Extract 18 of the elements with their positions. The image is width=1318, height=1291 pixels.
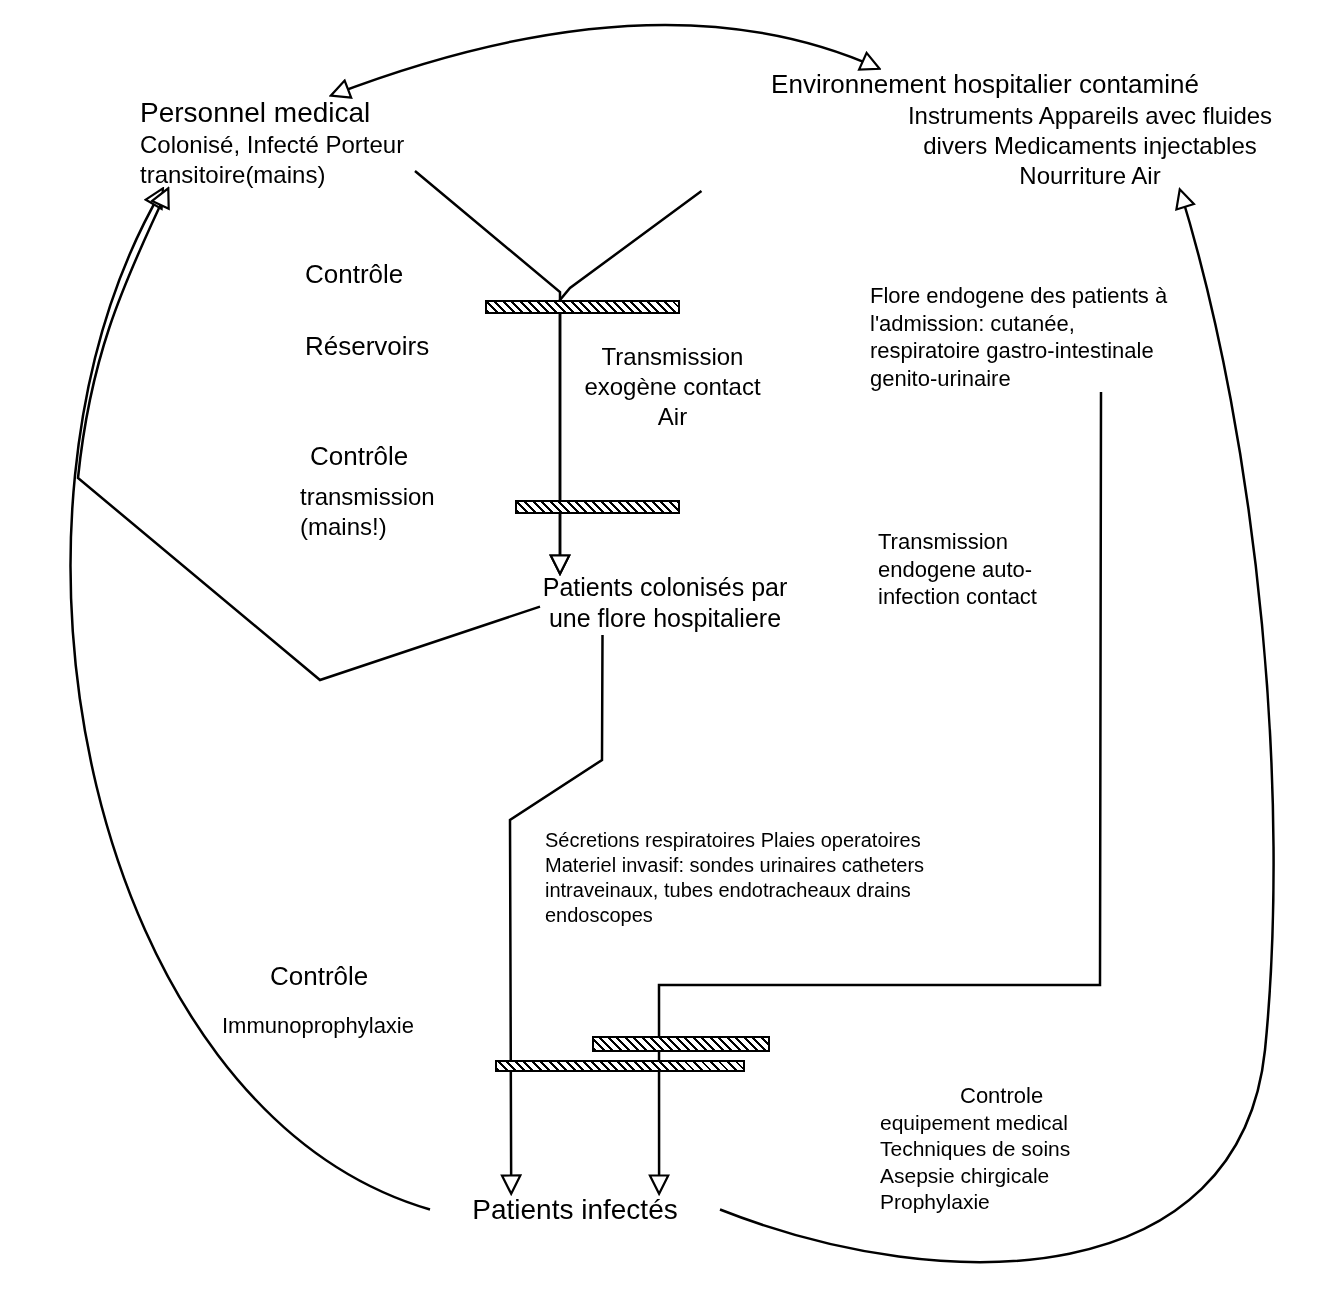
arrow bbox=[549, 190, 703, 575]
node-heading: Personnel medical bbox=[140, 96, 372, 130]
node-heading: Patients infectés bbox=[471, 1193, 679, 1227]
node-heading: Patients colonisés par une flore hospitaliere bbox=[541, 572, 789, 635]
arrow bbox=[500, 635, 604, 1195]
arrow bbox=[76, 187, 541, 682]
arrow bbox=[719, 188, 1275, 1263]
barrier-bar bbox=[515, 500, 680, 514]
double-arrow bbox=[329, 23, 881, 100]
arrow bbox=[69, 187, 431, 1211]
barrier-bar bbox=[495, 1060, 745, 1072]
arrow bbox=[648, 392, 1103, 1195]
node-body: Instruments Appareils avec fluides divers Medicaments injectables Nourriture Air bbox=[906, 100, 1274, 191]
node-body: Colonisé, Infecté Porteur transitoire(mains) bbox=[140, 130, 406, 190]
node-heading: Flore endogene des patients à l'admission: cutanée, respiratoire gastro-intestinale genito-urinaire bbox=[870, 282, 1169, 392]
node-heading: Environnement hospitalier contaminé bbox=[770, 68, 1200, 101]
barrier-bar bbox=[485, 300, 680, 314]
barrier-bar bbox=[592, 1036, 770, 1052]
